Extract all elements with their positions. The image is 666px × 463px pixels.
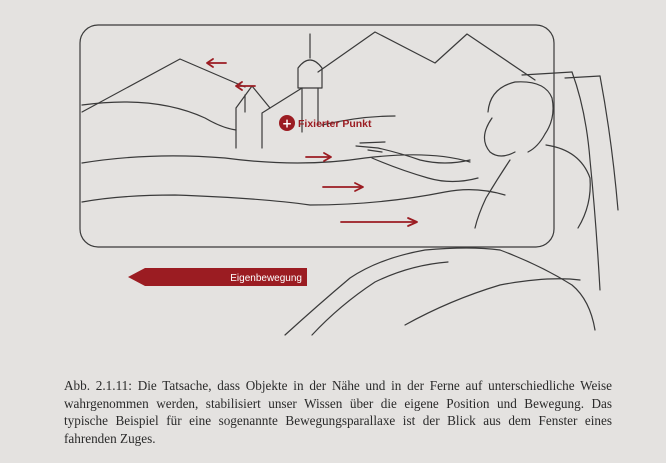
motion-arrows — [206, 58, 418, 227]
near-arrow-3 — [340, 217, 418, 227]
fixed-point-marker — [279, 115, 295, 131]
self-motion-arrow — [128, 268, 307, 286]
hill-line-near-church — [81, 101, 396, 131]
self-motion-label: Eigenbewegung — [230, 273, 302, 284]
fixed-point-label: Fixierter Punkt — [298, 118, 372, 130]
near-arrow-2 — [322, 182, 364, 192]
traveller-figure — [284, 71, 619, 336]
figure-caption: Abb. 2.1.11: Die Tatsache, dass Objekte … — [64, 378, 612, 446]
train-window-frame — [79, 24, 555, 248]
near-arrow-1 — [305, 152, 332, 162]
church — [235, 33, 323, 149]
field-line-near — [81, 189, 506, 206]
far-arrow-left — [206, 58, 227, 68]
far-arrow-left-2 — [235, 81, 256, 91]
fixed-point-symbol: + — [282, 117, 292, 131]
mountain-range — [81, 31, 536, 113]
field-line-middle — [81, 154, 471, 164]
